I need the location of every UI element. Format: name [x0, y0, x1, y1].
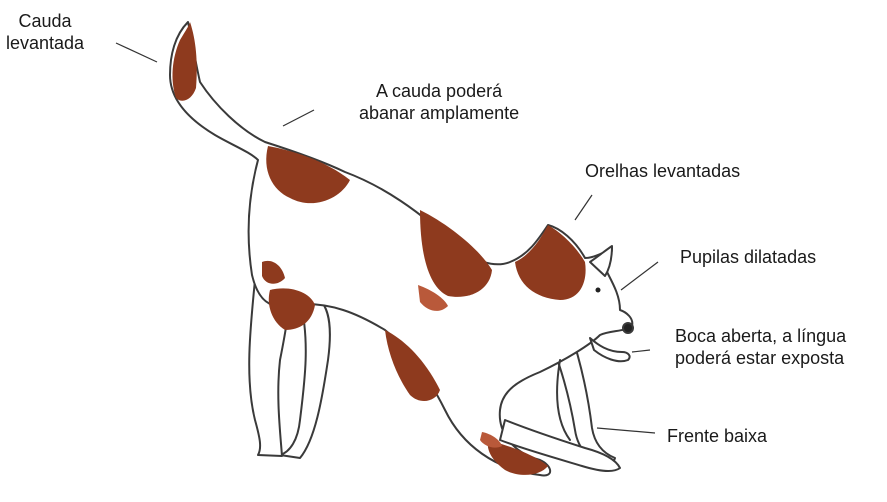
label-front: Frente baixa	[667, 425, 767, 447]
leader-line-tail-wag	[283, 110, 314, 126]
leader-line-ears	[575, 195, 592, 220]
label-mouth-line1: Boca aberta, a língua	[675, 325, 846, 347]
label-pupils-line1: Pupilas dilatadas	[680, 246, 816, 268]
label-tail-raised-line2: levantada	[6, 32, 84, 54]
label-mouth-line2: poderá estar exposta	[675, 347, 846, 369]
leader-line-tail-raised	[116, 43, 157, 62]
label-mouth: Boca aberta, a língua poderá estar expos…	[675, 325, 846, 369]
leader-line-pupils	[621, 262, 658, 290]
tongue	[590, 338, 630, 361]
nose	[623, 323, 633, 333]
leader-line-front	[597, 428, 655, 433]
leader-line-mouth	[632, 350, 650, 352]
label-tail-raised-line1: Cauda	[6, 10, 84, 32]
label-ears: Orelhas levantadas	[585, 160, 740, 182]
label-front-line1: Frente baixa	[667, 425, 767, 447]
label-tail-raised: Cauda levantada	[6, 10, 84, 54]
label-tail-wag: A cauda poderá abanar amplamente	[359, 80, 519, 124]
tail-patch	[173, 22, 197, 101]
label-tail-wag-line1: A cauda poderá	[359, 80, 519, 102]
label-pupils: Pupilas dilatadas	[680, 246, 816, 268]
eye	[596, 288, 601, 293]
label-tail-wag-line2: abanar amplamente	[359, 102, 519, 124]
label-ears-line1: Orelhas levantadas	[585, 160, 740, 182]
